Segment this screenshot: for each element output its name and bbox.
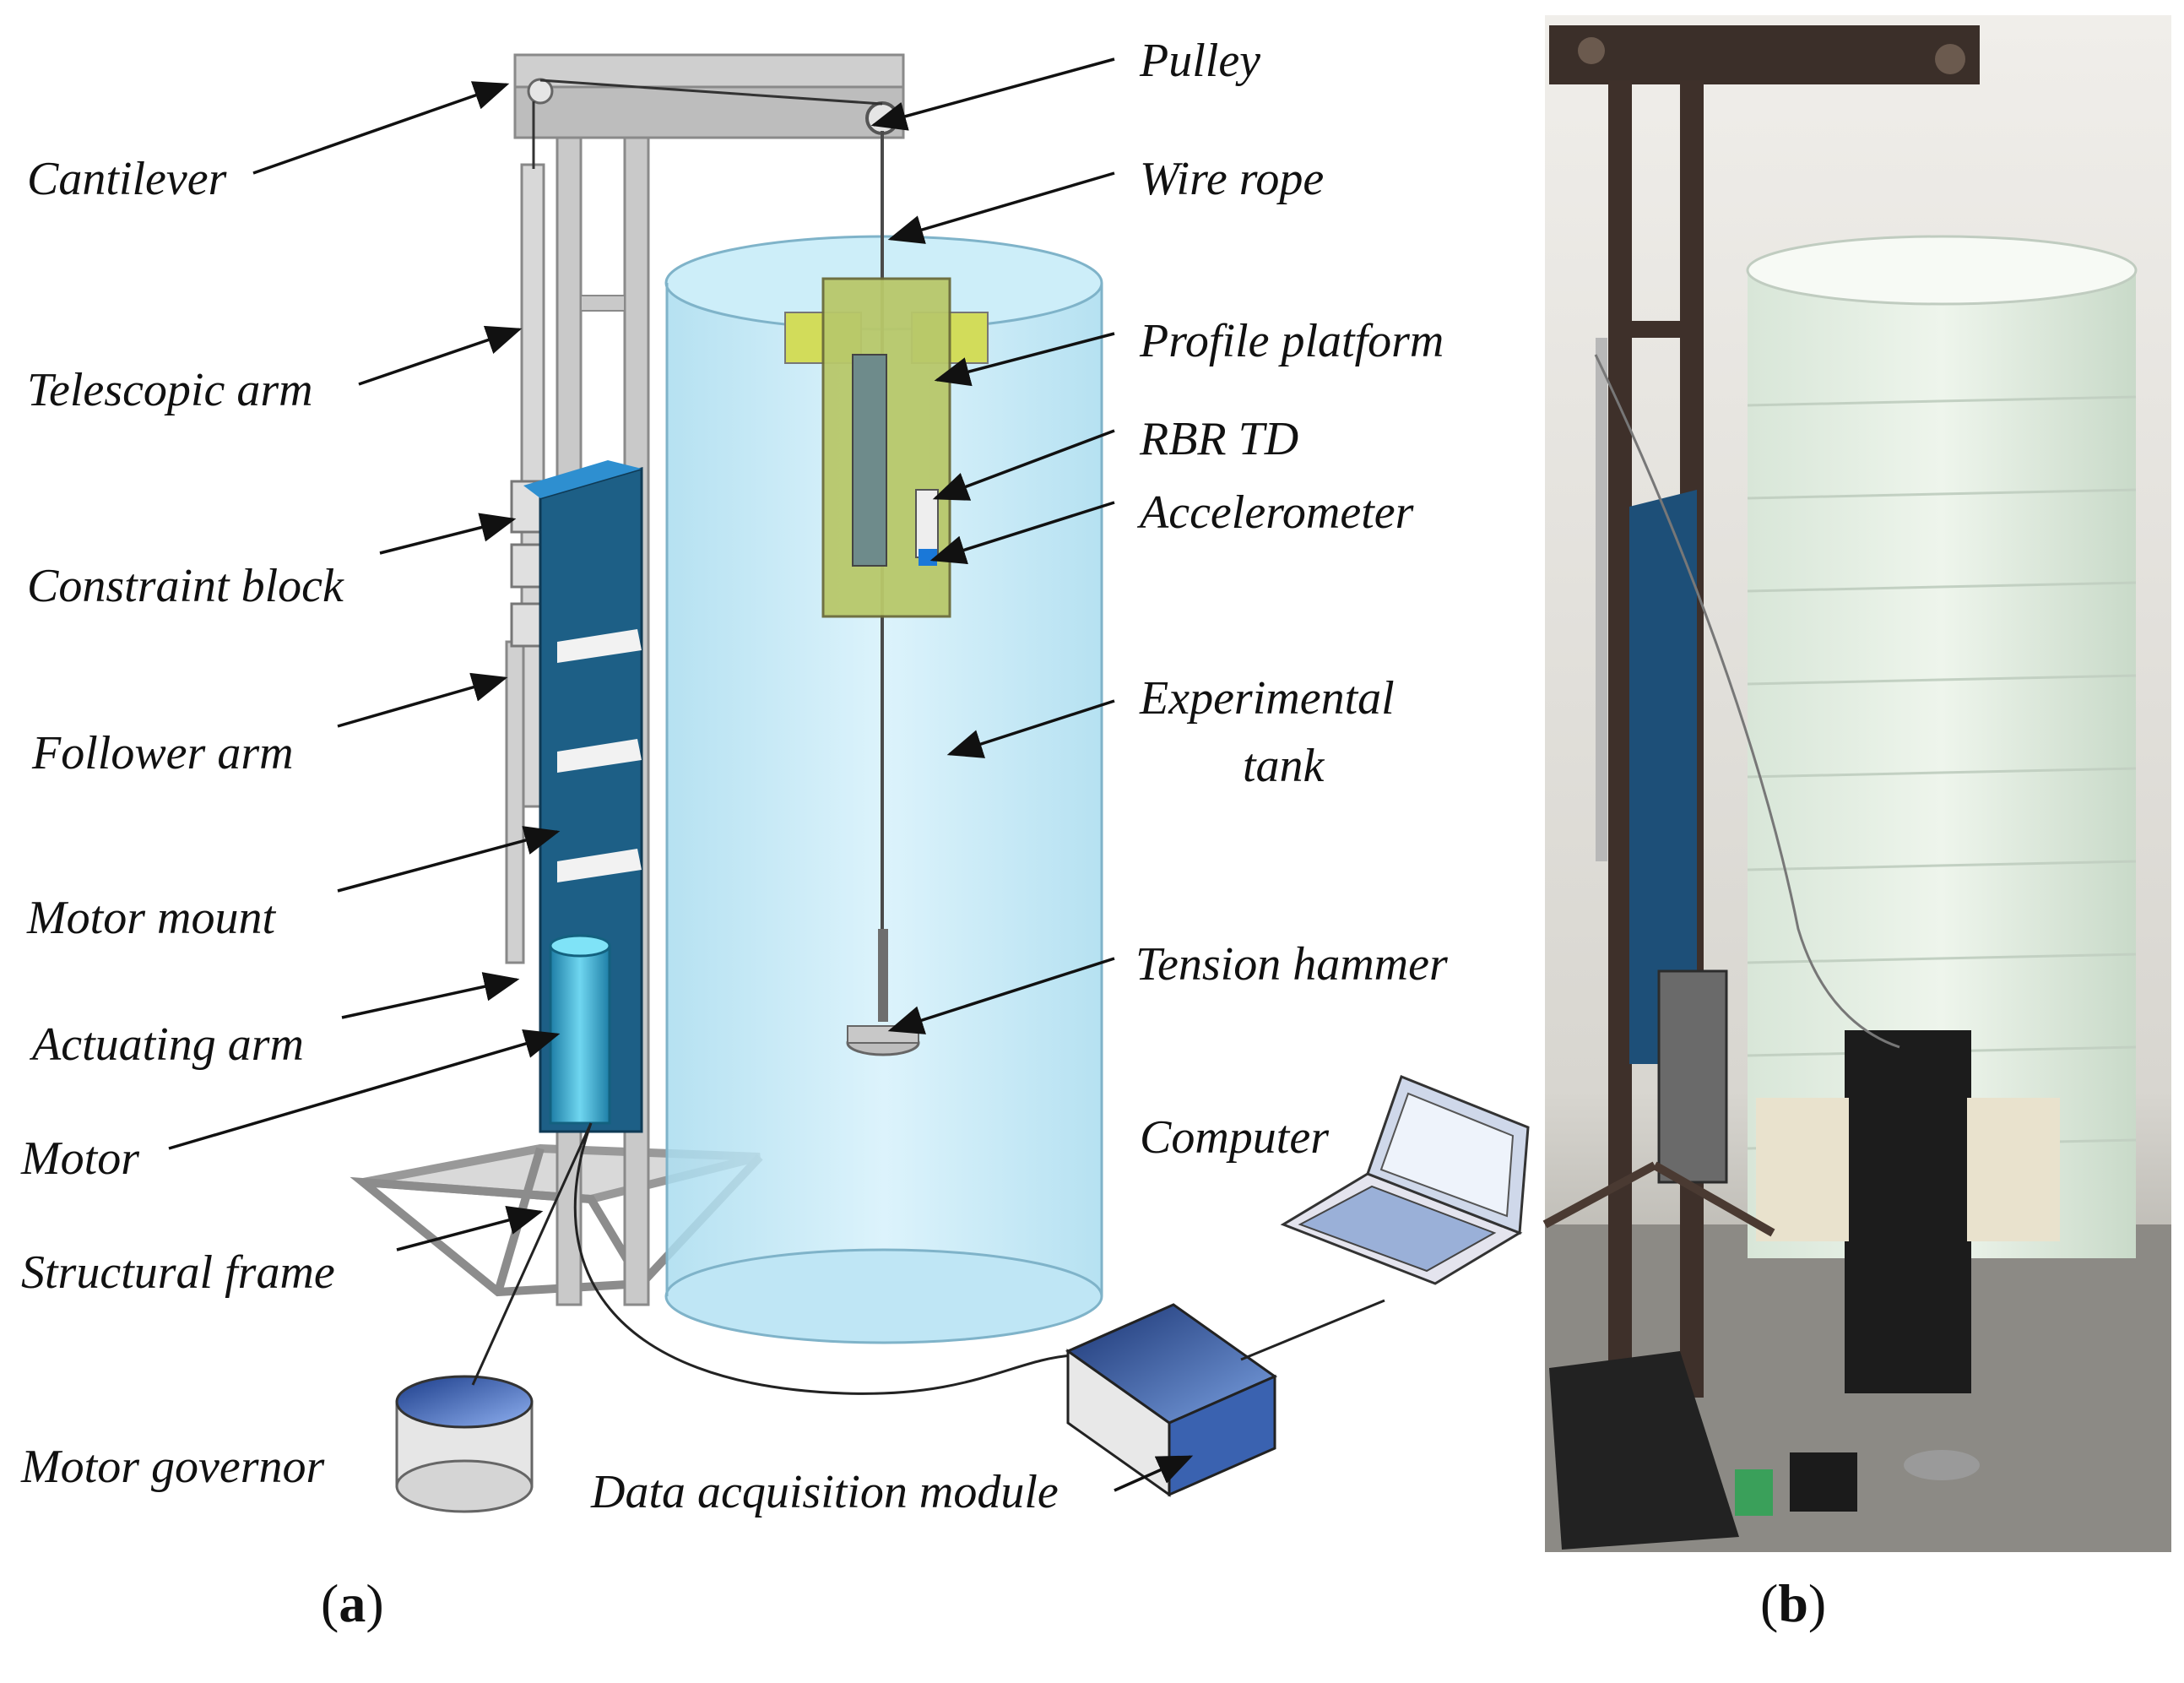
motor-graphic [549,944,611,1125]
cantilever-graphic [513,53,905,89]
governor-cable [471,1122,593,1386]
label-cantilever: Cantilever [27,153,227,205]
label-experimental: Experimental [1139,672,1395,725]
photo-laptop [1549,1351,1739,1550]
panel-b-photo [1542,15,2171,1552]
label-motor: Motor [20,1132,139,1185]
panel-label-a: (a) [321,1573,384,1633]
photo-motor-mount [1629,490,1697,1064]
label-tension-hammer: Tension hammer [1135,938,1448,991]
panel-label-b: (b) [1760,1573,1826,1633]
label-actuating-arm: Actuating arm [29,1018,304,1071]
computer-graphic [1280,1075,1530,1285]
label-telescopic-arm: Telescopic arm [27,364,313,416]
label-structural-frame: Structural frame [21,1246,335,1299]
label-accelerometer: Accelerometer [1136,486,1414,539]
label-constraint-block: Constraint block [27,560,344,612]
label-motor-mount: Motor mount [26,892,276,944]
motor-governor-graphic [395,1375,534,1513]
label-pulley: Pulley [1139,35,1260,87]
label-profile-platform: Profile platform [1139,315,1444,367]
label-rbr-td: RBR TD [1139,413,1298,465]
photo-profile-platform [1845,1030,1971,1393]
accelerometer-graphic [919,549,937,566]
data-acquisition-module-graphic [1065,1303,1278,1497]
leader-arrows [168,57,1194,1492]
profile-platform-graphic [784,277,989,618]
svg-text:(a): (a) [321,1573,384,1633]
photo-cantilever [1549,25,1980,84]
label-tank: tank [1243,740,1325,792]
label-follower-arm: Follower arm [31,727,294,779]
svg-text:(b): (b) [1760,1573,1826,1633]
daq-cable [573,1122,1073,1395]
label-computer: Computer [1140,1111,1329,1164]
pulley-graphic [865,101,899,135]
photo-motor [1657,969,1728,1184]
follower-arm-graphic [505,640,525,964]
label-data-acquisition-module: Data acquisition module [590,1466,1059,1518]
label-motor-governor: Motor governor [20,1441,325,1493]
panel-a-model: Pulley Cantilever Wire rope Profile plat… [20,35,1530,1518]
label-wire-rope: Wire rope [1140,153,1324,205]
